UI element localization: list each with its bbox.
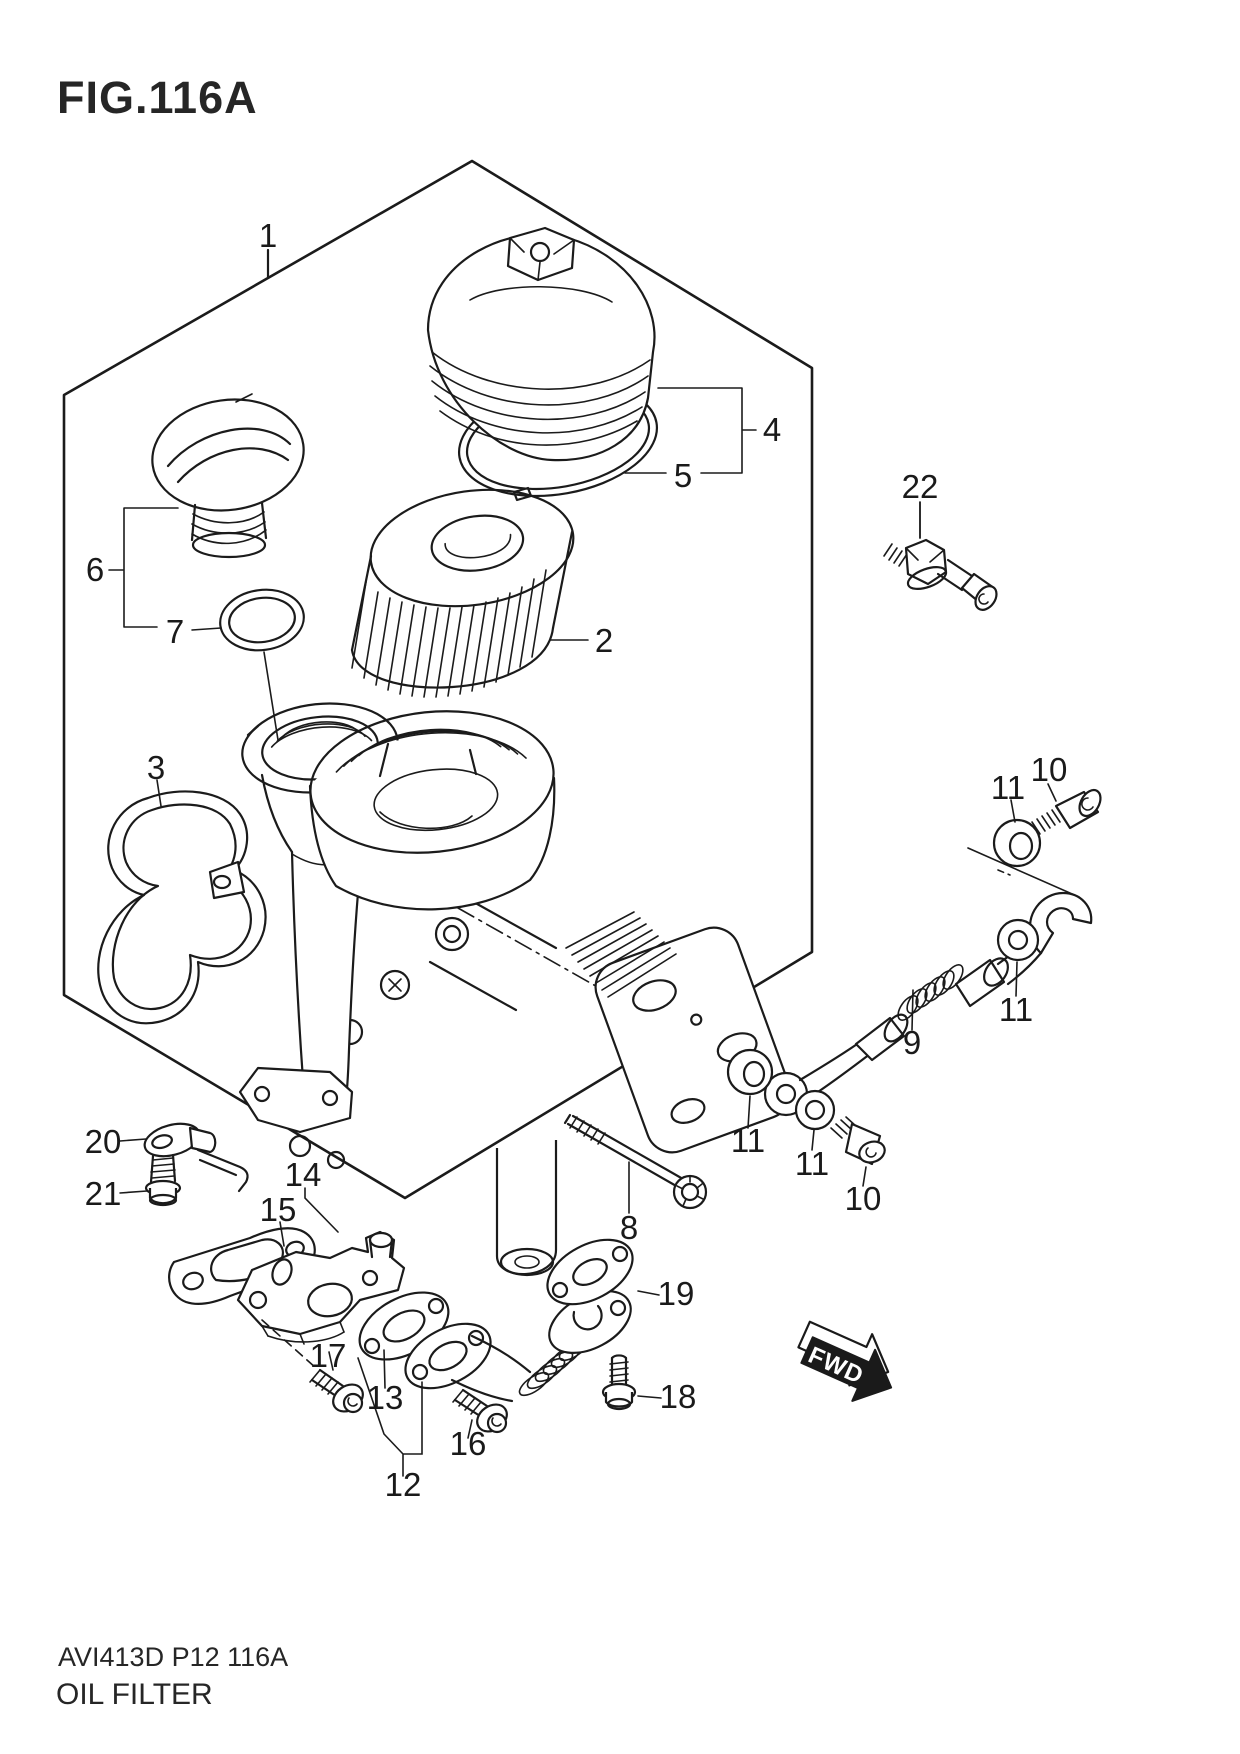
callout-11-right: 11 bbox=[999, 991, 1033, 1028]
part-bolt-18 bbox=[601, 1354, 637, 1411]
callout-3: 3 bbox=[147, 749, 165, 786]
callout-7: 7 bbox=[166, 613, 184, 650]
cooler-plate-fins bbox=[565, 911, 677, 998]
part-bolt-16 bbox=[452, 1388, 508, 1434]
part-filter-housing-body bbox=[299, 898, 792, 1277]
callout-17: 17 bbox=[310, 1337, 347, 1374]
callout-12: 12 bbox=[385, 1466, 422, 1503]
part-union-22 bbox=[883, 501, 998, 611]
cap-hex-nut bbox=[506, 226, 576, 282]
callout-13: 13 bbox=[367, 1379, 404, 1416]
part-bolt-10-lower bbox=[830, 1116, 886, 1166]
callout-10-lower: 10 bbox=[845, 1180, 882, 1217]
part-bolt-17 bbox=[309, 1368, 364, 1414]
part-oil-pipe bbox=[404, 1290, 632, 1403]
part-filter-bowl bbox=[308, 710, 556, 911]
callout-21: 21 bbox=[85, 1175, 122, 1212]
part-gasket-19 bbox=[546, 1238, 634, 1306]
part-filter-cap bbox=[426, 226, 656, 462]
callout-11-left: 11 bbox=[731, 1122, 765, 1159]
callout-20: 20 bbox=[85, 1123, 122, 1160]
hose-spring-guard bbox=[897, 964, 964, 1021]
part-bracket-13 bbox=[236, 1230, 406, 1345]
part-gasket-15 bbox=[168, 1227, 316, 1305]
callout-5: 5 bbox=[674, 457, 692, 494]
callout-4: 4 bbox=[763, 411, 781, 448]
callout-14: 14 bbox=[285, 1156, 322, 1193]
page-code: AVI413D P12 116A bbox=[58, 1642, 289, 1672]
callout-labels: 1 2 3 4 5 6 7 8 9 10 11 11 11 11 10 20 2… bbox=[85, 217, 1068, 1503]
callout-11-middle: 11 bbox=[795, 1145, 829, 1182]
part-washer-11-middle bbox=[794, 1089, 836, 1131]
part-bolt-8 bbox=[563, 1113, 708, 1210]
callout-10-upper: 10 bbox=[1031, 751, 1068, 788]
callout-19: 19 bbox=[658, 1275, 695, 1312]
callout-8: 8 bbox=[620, 1209, 638, 1246]
part-filler-cap bbox=[151, 393, 305, 559]
callout-9: 9 bbox=[903, 1024, 921, 1061]
callout-6: 6 bbox=[86, 551, 104, 588]
callout-1: 1 bbox=[259, 217, 277, 254]
callout-2: 2 bbox=[595, 622, 613, 659]
part-washer-11-upper bbox=[992, 818, 1042, 868]
callout-22: 22 bbox=[902, 468, 939, 505]
part-oil-hose-9 bbox=[763, 847, 1093, 1117]
callout-15: 15 bbox=[260, 1191, 297, 1228]
leader-lines bbox=[108, 387, 1057, 1477]
fwd-arrow: FWD bbox=[797, 1320, 893, 1402]
part-washer-11-left bbox=[726, 1048, 774, 1096]
part-bolt-21 bbox=[144, 1153, 182, 1207]
part-bolt-10-upper bbox=[1031, 788, 1102, 835]
filter-pleats bbox=[351, 569, 547, 698]
figure-number: FIG.116A bbox=[57, 72, 258, 123]
assembly-outline-box bbox=[62, 159, 814, 1200]
callout-11-upper: 11 bbox=[991, 769, 1025, 806]
part-bracket-pipe-20 bbox=[143, 1122, 249, 1193]
part-gasket-3 bbox=[97, 790, 267, 1025]
part-oring-7 bbox=[219, 588, 305, 741]
callout-18: 18 bbox=[660, 1378, 697, 1415]
part-filter-element bbox=[350, 486, 575, 698]
callout-16: 16 bbox=[450, 1425, 487, 1462]
page-caption: OIL FILTER bbox=[56, 1678, 213, 1711]
